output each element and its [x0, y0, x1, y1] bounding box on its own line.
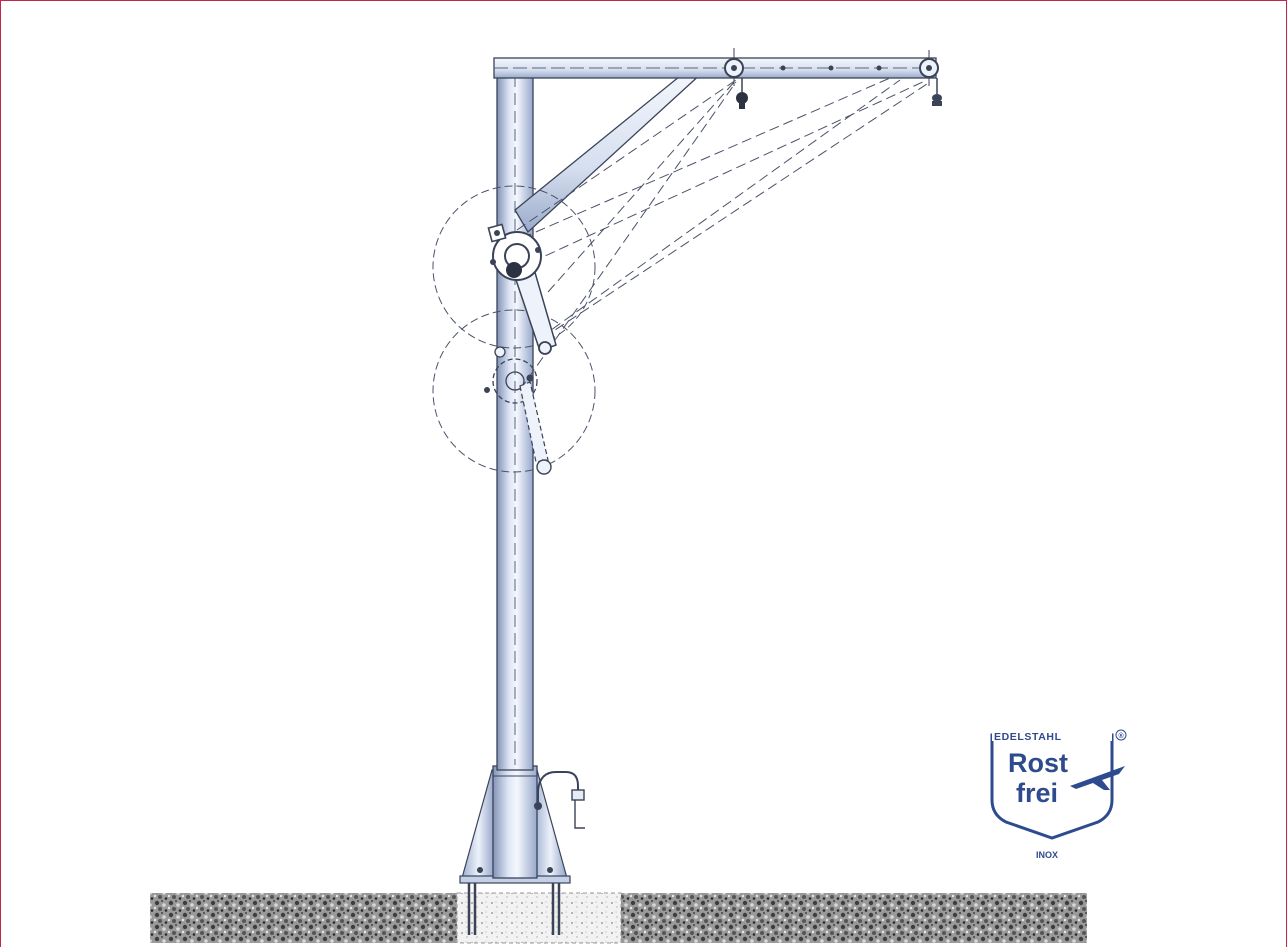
winch-lower [484, 346, 552, 475]
mast-base [459, 765, 571, 884]
anchor-bolts [467, 880, 561, 935]
winch-upper [487, 223, 557, 355]
hook-holder [534, 771, 585, 829]
cable-lines [516, 77, 931, 391]
pulley-tip [919, 50, 942, 106]
ground [150, 892, 1087, 944]
rostfrei-logo: EDELSTAHL ® Rost frei INOX [990, 729, 1127, 860]
winch-swing-circles [432, 185, 596, 473]
logo-line-rost: Rost [1008, 748, 1068, 778]
diagonal-brace [514, 71, 705, 234]
logo-line-frei: frei [1016, 778, 1058, 808]
pulley-inner [724, 48, 748, 109]
registered-mark: ® [1119, 732, 1125, 740]
jib-beam [493, 57, 937, 79]
logo-top-text: EDELSTAHL [994, 731, 1062, 743]
logo-bottom-text: INOX [1036, 850, 1058, 860]
airplane-icon [1070, 766, 1125, 790]
